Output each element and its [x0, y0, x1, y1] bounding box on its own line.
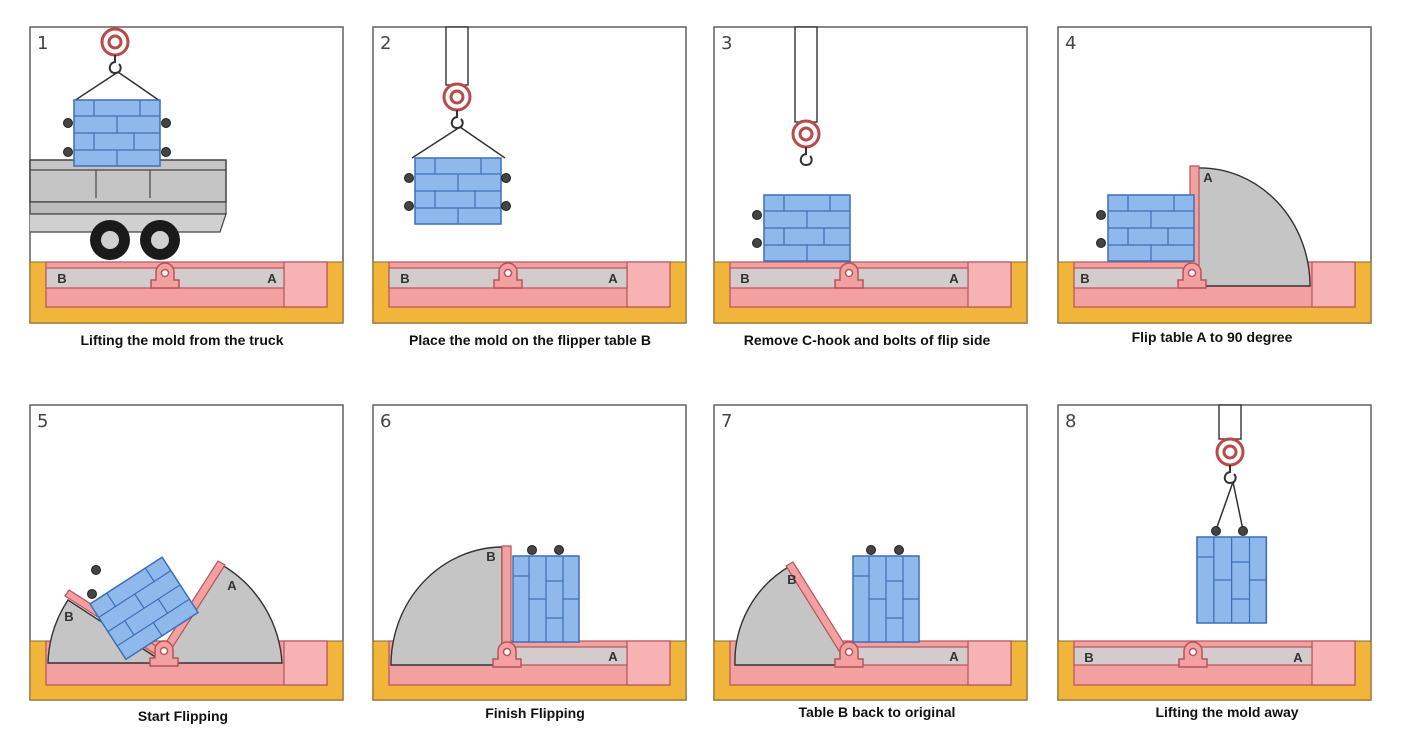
mold-block: [73, 99, 161, 167]
panel-caption: Flip table A to 90 degree: [1132, 329, 1293, 345]
bolt-icon: [554, 545, 564, 555]
panel-1: 1 B A Lifting the mold from the t: [29, 26, 344, 348]
bolt-icon: [87, 589, 97, 599]
table-label-b: B: [486, 549, 495, 564]
panel-6: 6 A B Finish Flipping: [372, 404, 687, 721]
panel-number: 1: [37, 33, 48, 54]
table-label-a: A: [949, 649, 959, 664]
panel-7: 7 A B Table B back to original: [713, 404, 1028, 720]
bolt-icon: [501, 173, 511, 183]
panel-number: 8: [1065, 411, 1076, 432]
table-label-a: A: [1203, 170, 1213, 185]
bolt-icon: [404, 173, 414, 183]
bolt-icon: [1096, 210, 1106, 220]
table-label-a: A: [227, 578, 237, 593]
table-label-b: B: [787, 572, 796, 587]
bolt-icon: [63, 147, 73, 157]
bolt-icon: [404, 201, 414, 211]
table-label-b: B: [1080, 271, 1089, 286]
bolt-icon: [866, 545, 876, 555]
bolt-icon: [161, 147, 171, 157]
mold-block: [512, 555, 580, 643]
bolt-icon: [752, 238, 762, 248]
bolt-icon: [527, 545, 537, 555]
truck: [29, 159, 227, 260]
bolt-icon: [1096, 238, 1106, 248]
mold-block: [414, 157, 502, 225]
table-label-b: B: [57, 271, 66, 286]
panel-caption: Table B back to original: [799, 704, 956, 720]
mold-block: [1107, 194, 1195, 262]
table-label-a: A: [608, 649, 618, 664]
table-label-b: B: [740, 271, 749, 286]
panel-2: 2 B A Place the mold on the flipper tabl…: [372, 26, 687, 348]
panel-caption: Lifting the mold away: [1155, 704, 1298, 720]
panel-4: 4 B A Flip table A to 90 degree: [1057, 26, 1372, 345]
table-label-b: B: [64, 609, 73, 624]
panel-caption: Start Flipping: [138, 708, 228, 724]
panel-caption: Lifting the mold from the truck: [81, 332, 284, 348]
panel-5: 5 B A Start Flipping: [29, 404, 344, 724]
table-label-b: B: [400, 271, 409, 286]
bolt-icon: [501, 201, 511, 211]
panel-number: 2: [380, 33, 391, 54]
mold-block: [1196, 536, 1268, 624]
bolt-icon: [91, 565, 101, 575]
table-label-a: A: [949, 271, 959, 286]
panel-number: 7: [721, 411, 732, 432]
panel-number: 4: [1065, 33, 1076, 54]
panel-number: 6: [380, 411, 391, 432]
panel-8: 8 B A Lifting the mold away: [1057, 404, 1372, 720]
bolt-icon: [894, 545, 904, 555]
bolt-icon: [63, 118, 73, 128]
panel-3: 3 B A Remove C-hook and bolts of flip si…: [713, 26, 1028, 348]
panel-number: 5: [37, 411, 48, 432]
table-label-a: A: [267, 271, 277, 286]
table-label-a: A: [1293, 650, 1303, 665]
bolt-icon: [1211, 526, 1221, 536]
bolt-icon: [1238, 526, 1248, 536]
panel-caption: Place the mold on the flipper table B: [409, 332, 651, 348]
panel-caption: Remove C-hook and bolts of flip side: [744, 332, 991, 348]
table-label-b: B: [1084, 650, 1093, 665]
bolt-icon: [752, 210, 762, 220]
mold-block: [852, 555, 920, 643]
panel-number: 3: [721, 33, 732, 54]
bolt-icon: [161, 118, 171, 128]
panel-caption: Finish Flipping: [485, 705, 585, 721]
table-label-a: A: [608, 271, 618, 286]
mold-block: [763, 194, 851, 262]
